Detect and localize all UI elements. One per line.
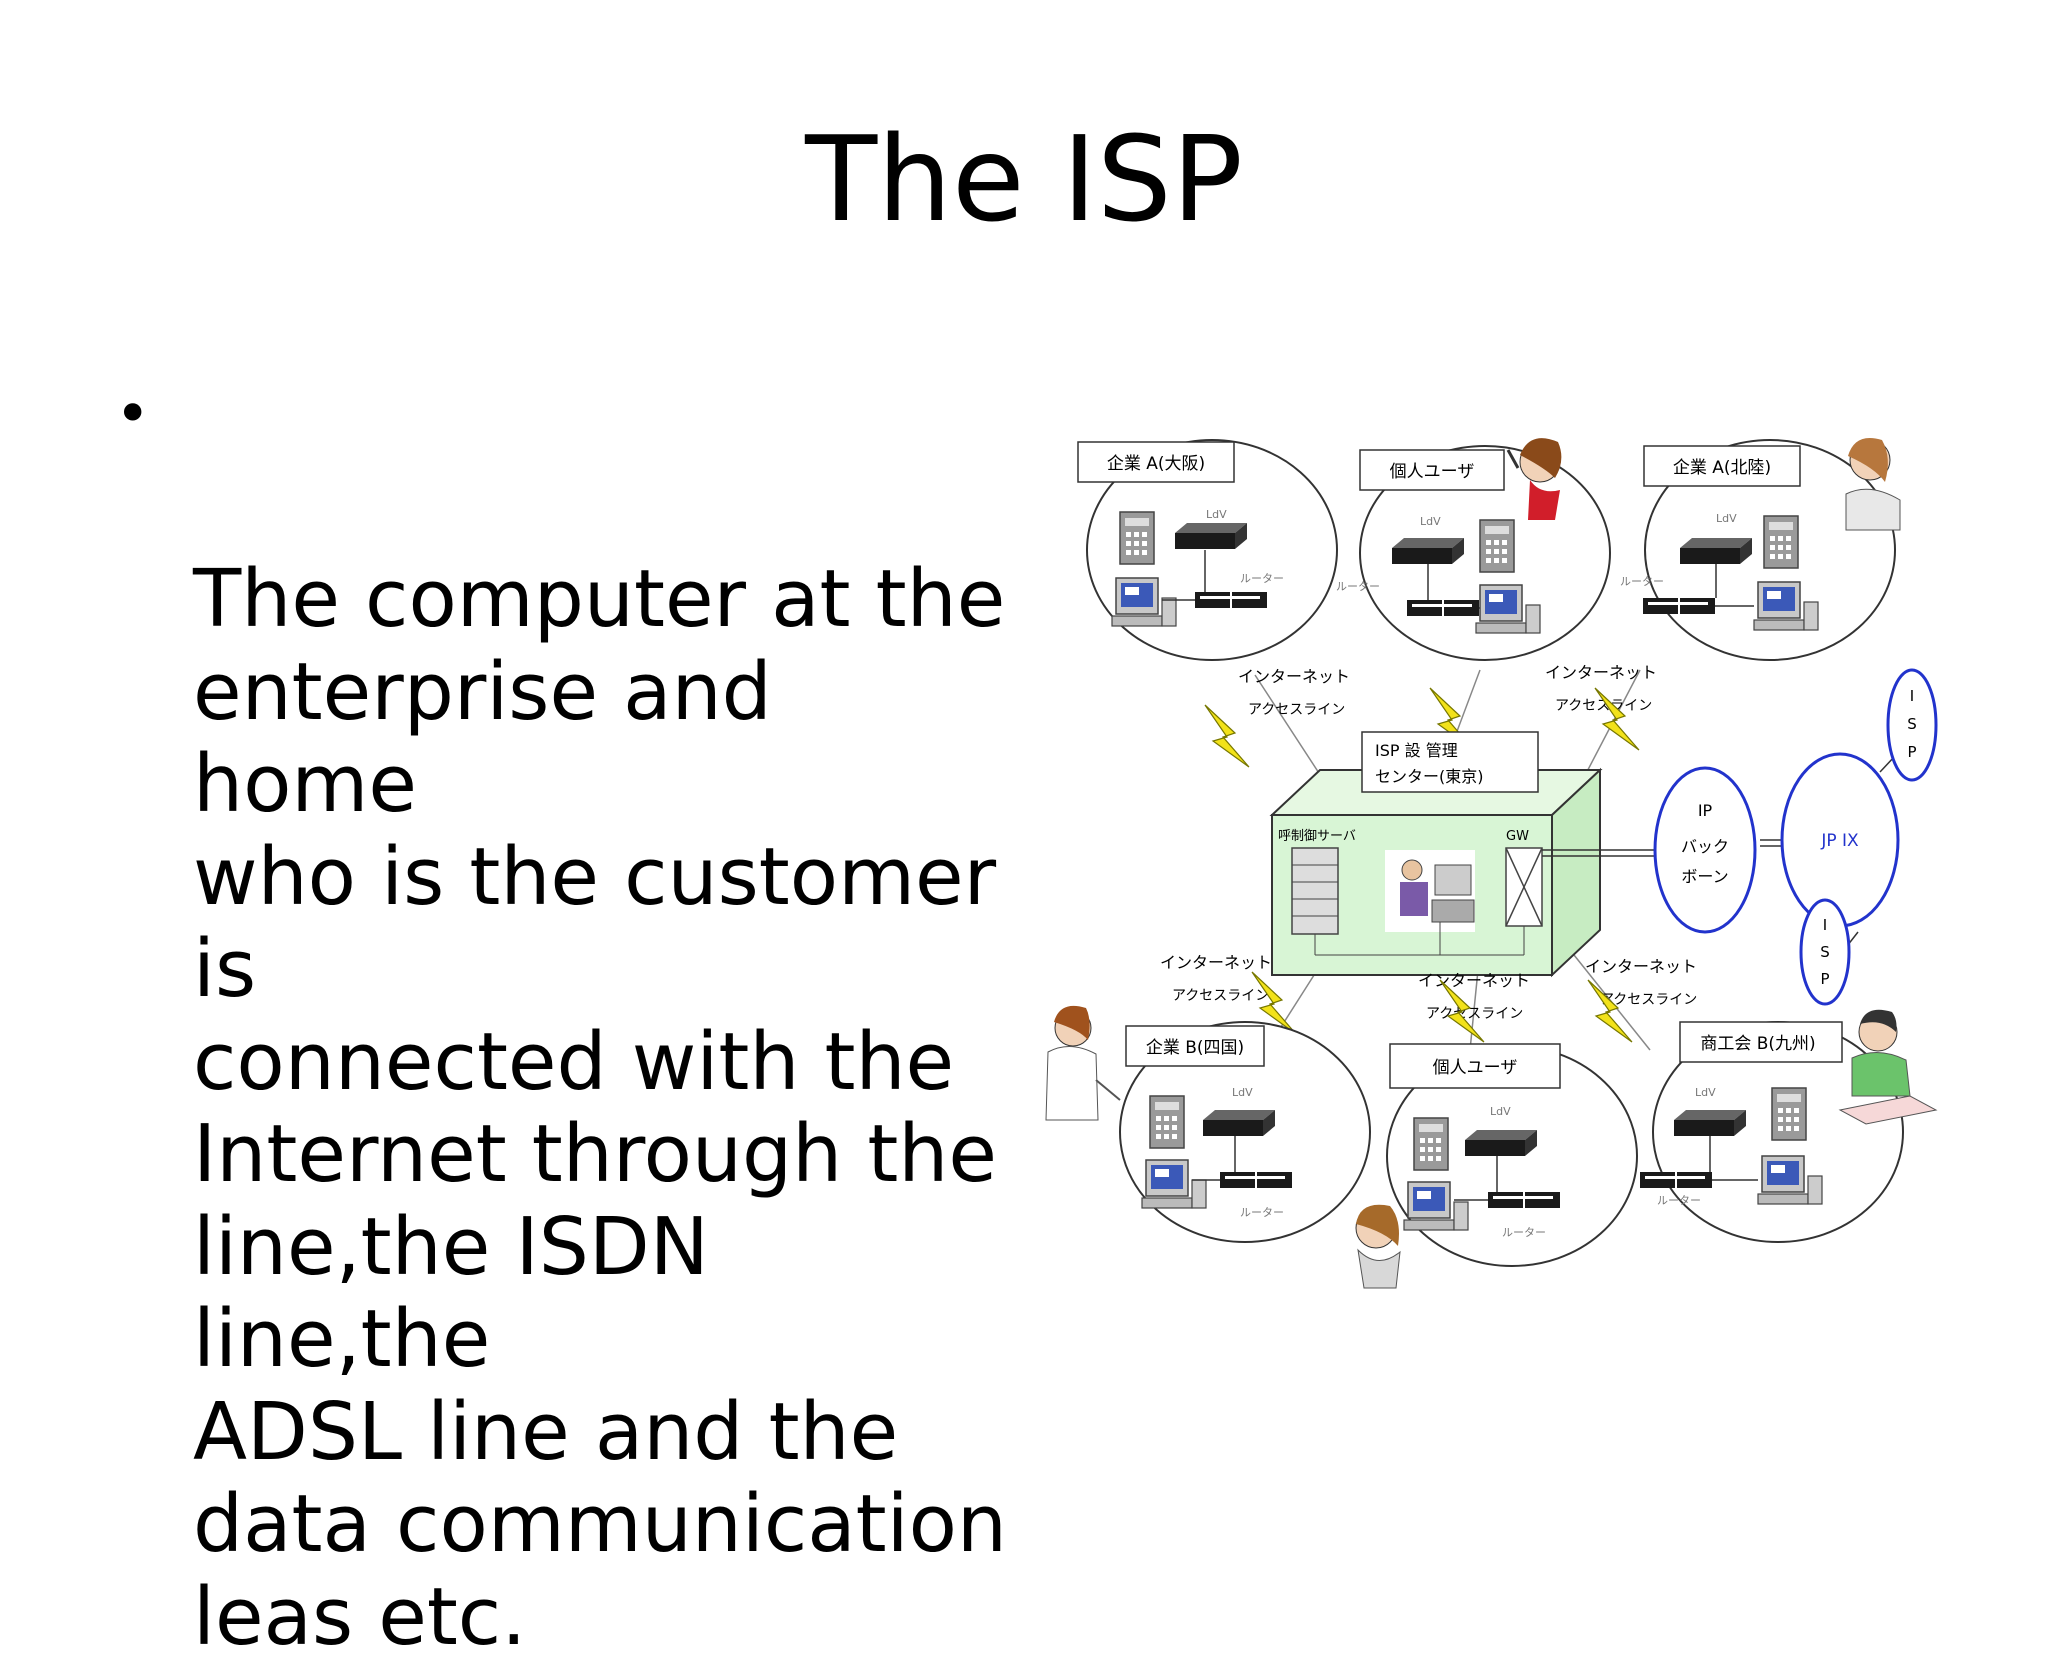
svg-text:ルーター: ルーター (1657, 1194, 1701, 1207)
lightning-bolt-icon (1204, 704, 1250, 768)
node-enterprise-a-osaka: 企業 A(大阪) LdV ルーター (1077, 439, 1338, 661)
svg-text:LdV: LdV (1232, 1086, 1253, 1099)
svg-text:商工会 B(九州): 商工会 B(九州) (1700, 1034, 1815, 1054)
svg-text:アクセスライン: アクセスライン (1600, 992, 1697, 1008)
svg-text:企業 B(四国): 企業 B(四国) (1146, 1038, 1244, 1058)
doctor-with-phone-icon (1045, 1005, 1121, 1121)
svg-text:I: I (1910, 687, 1914, 705)
slide-title: The ISP (805, 110, 1243, 248)
node-personal-user-bottom: 個人ユーザ LdV ルーター (1386, 1043, 1638, 1267)
svg-text:アクセスライン: アクセスライン (1248, 702, 1345, 718)
svg-text:インターネット: インターネット (1238, 667, 1350, 686)
ip-backbone: IP バック ボーン (1653, 766, 1757, 934)
svg-text:LdV: LdV (1206, 508, 1227, 521)
node-enterprise-b-shikoku: 企業 B(四国) LdV ルーター (1119, 1021, 1371, 1243)
svg-text:インターネット: インターネット (1160, 953, 1272, 972)
node-chamber-b-kyushu: 商工会 B(九州) LdV ルーター (1639, 1021, 1904, 1243)
svg-text:インターネット: インターネット (1418, 971, 1530, 990)
svg-text:インターネット: インターネット (1585, 957, 1697, 976)
isp-peer-bottom: I S P (1799, 898, 1851, 1006)
woman-with-phone-icon (1355, 1204, 1401, 1289)
svg-text:GW: GW (1506, 829, 1529, 844)
svg-text:S: S (1820, 943, 1830, 961)
access-line-top-left: インターネット アクセスライン (1204, 667, 1350, 768)
businessman-with-phone-icon (1838, 1009, 1938, 1125)
svg-text:ルーター: ルーター (1240, 572, 1284, 585)
svg-text:企業 A(北陸): 企業 A(北陸) (1673, 458, 1771, 478)
access-line-bottom-mid: インターネット アクセスライン (1418, 971, 1530, 1043)
svg-text:S: S (1907, 715, 1917, 733)
svg-text:個人ユーザ: 個人ユーザ (1390, 462, 1475, 482)
svg-text:ボーン: ボーン (1681, 867, 1728, 886)
operator-with-headset-icon (1845, 438, 1901, 531)
svg-text:ルーター: ルーター (1240, 1206, 1284, 1219)
svg-text:ルーター: ルーター (1502, 1226, 1546, 1239)
node-enterprise-a-hokuriku: 企業 A(北陸) LdV ルーター (1620, 439, 1896, 661)
node-label: 企業 A(大阪) (1107, 454, 1205, 474)
svg-text:アクセスライン: アクセスライン (1555, 698, 1652, 714)
svg-text:LdV: LdV (1490, 1105, 1511, 1118)
bullet-dot-icon: • (115, 379, 151, 449)
svg-text:インターネット: インターネット (1545, 663, 1657, 682)
isp-peer-top: I S P (1886, 668, 1938, 782)
svg-text:LdV: LdV (1716, 512, 1737, 525)
person-with-phone-icon (1506, 438, 1562, 520)
svg-text:呼制御サーバ: 呼制御サーバ (1278, 829, 1356, 844)
svg-text:センター(東京): センター(東京) (1375, 767, 1484, 786)
svg-text:ルーター: ルーター (1336, 580, 1380, 593)
svg-text:バック: バック (1681, 837, 1729, 856)
bullet-list: • The computer at the enterprise and hom… (115, 368, 1015, 1663)
isp-network-diagram: 企業 A(大阪) LdV ルーター 個人ユーザ LdV ルーター 企業 A(北陸… (1045, 438, 1938, 1289)
svg-text:P: P (1907, 743, 1916, 761)
svg-text:アクセスライン: アクセスライン (1172, 988, 1269, 1004)
bullet-item: • The computer at the enterprise and hom… (115, 368, 1015, 1663)
svg-text:LdV: LdV (1420, 515, 1441, 528)
svg-text:LdV: LdV (1695, 1086, 1716, 1099)
svg-text:ISP 設 管理: ISP 設 管理 (1375, 741, 1458, 760)
svg-text:ルーター: ルーター (1620, 575, 1664, 588)
bullet-text: The computer at the enterprise and home … (193, 553, 1007, 1663)
svg-text:I: I (1823, 916, 1827, 934)
svg-text:IP: IP (1698, 801, 1713, 820)
svg-text:個人ユーザ: 個人ユーザ (1433, 1058, 1518, 1078)
access-line-bottom-left: インターネット アクセスライン (1160, 953, 1297, 1035)
node-personal-user-top: 個人ユーザ LdV ルーター (1336, 445, 1611, 661)
svg-text:P: P (1820, 970, 1829, 988)
access-line-bottom-right: インターネット アクセスライン (1585, 957, 1697, 1043)
jpix: JP IX (1780, 752, 1900, 928)
access-line-top-right: インターネット アクセスライン (1545, 663, 1657, 751)
isp-management-center: ISP 設 管理 センター(東京) 呼制御サーバ GW (1269, 731, 1603, 978)
svg-text:アクセスライン: アクセスライン (1426, 1006, 1523, 1022)
lightning-bolt-icon (1587, 979, 1633, 1043)
svg-text:JP IX: JP IX (1820, 831, 1859, 851)
